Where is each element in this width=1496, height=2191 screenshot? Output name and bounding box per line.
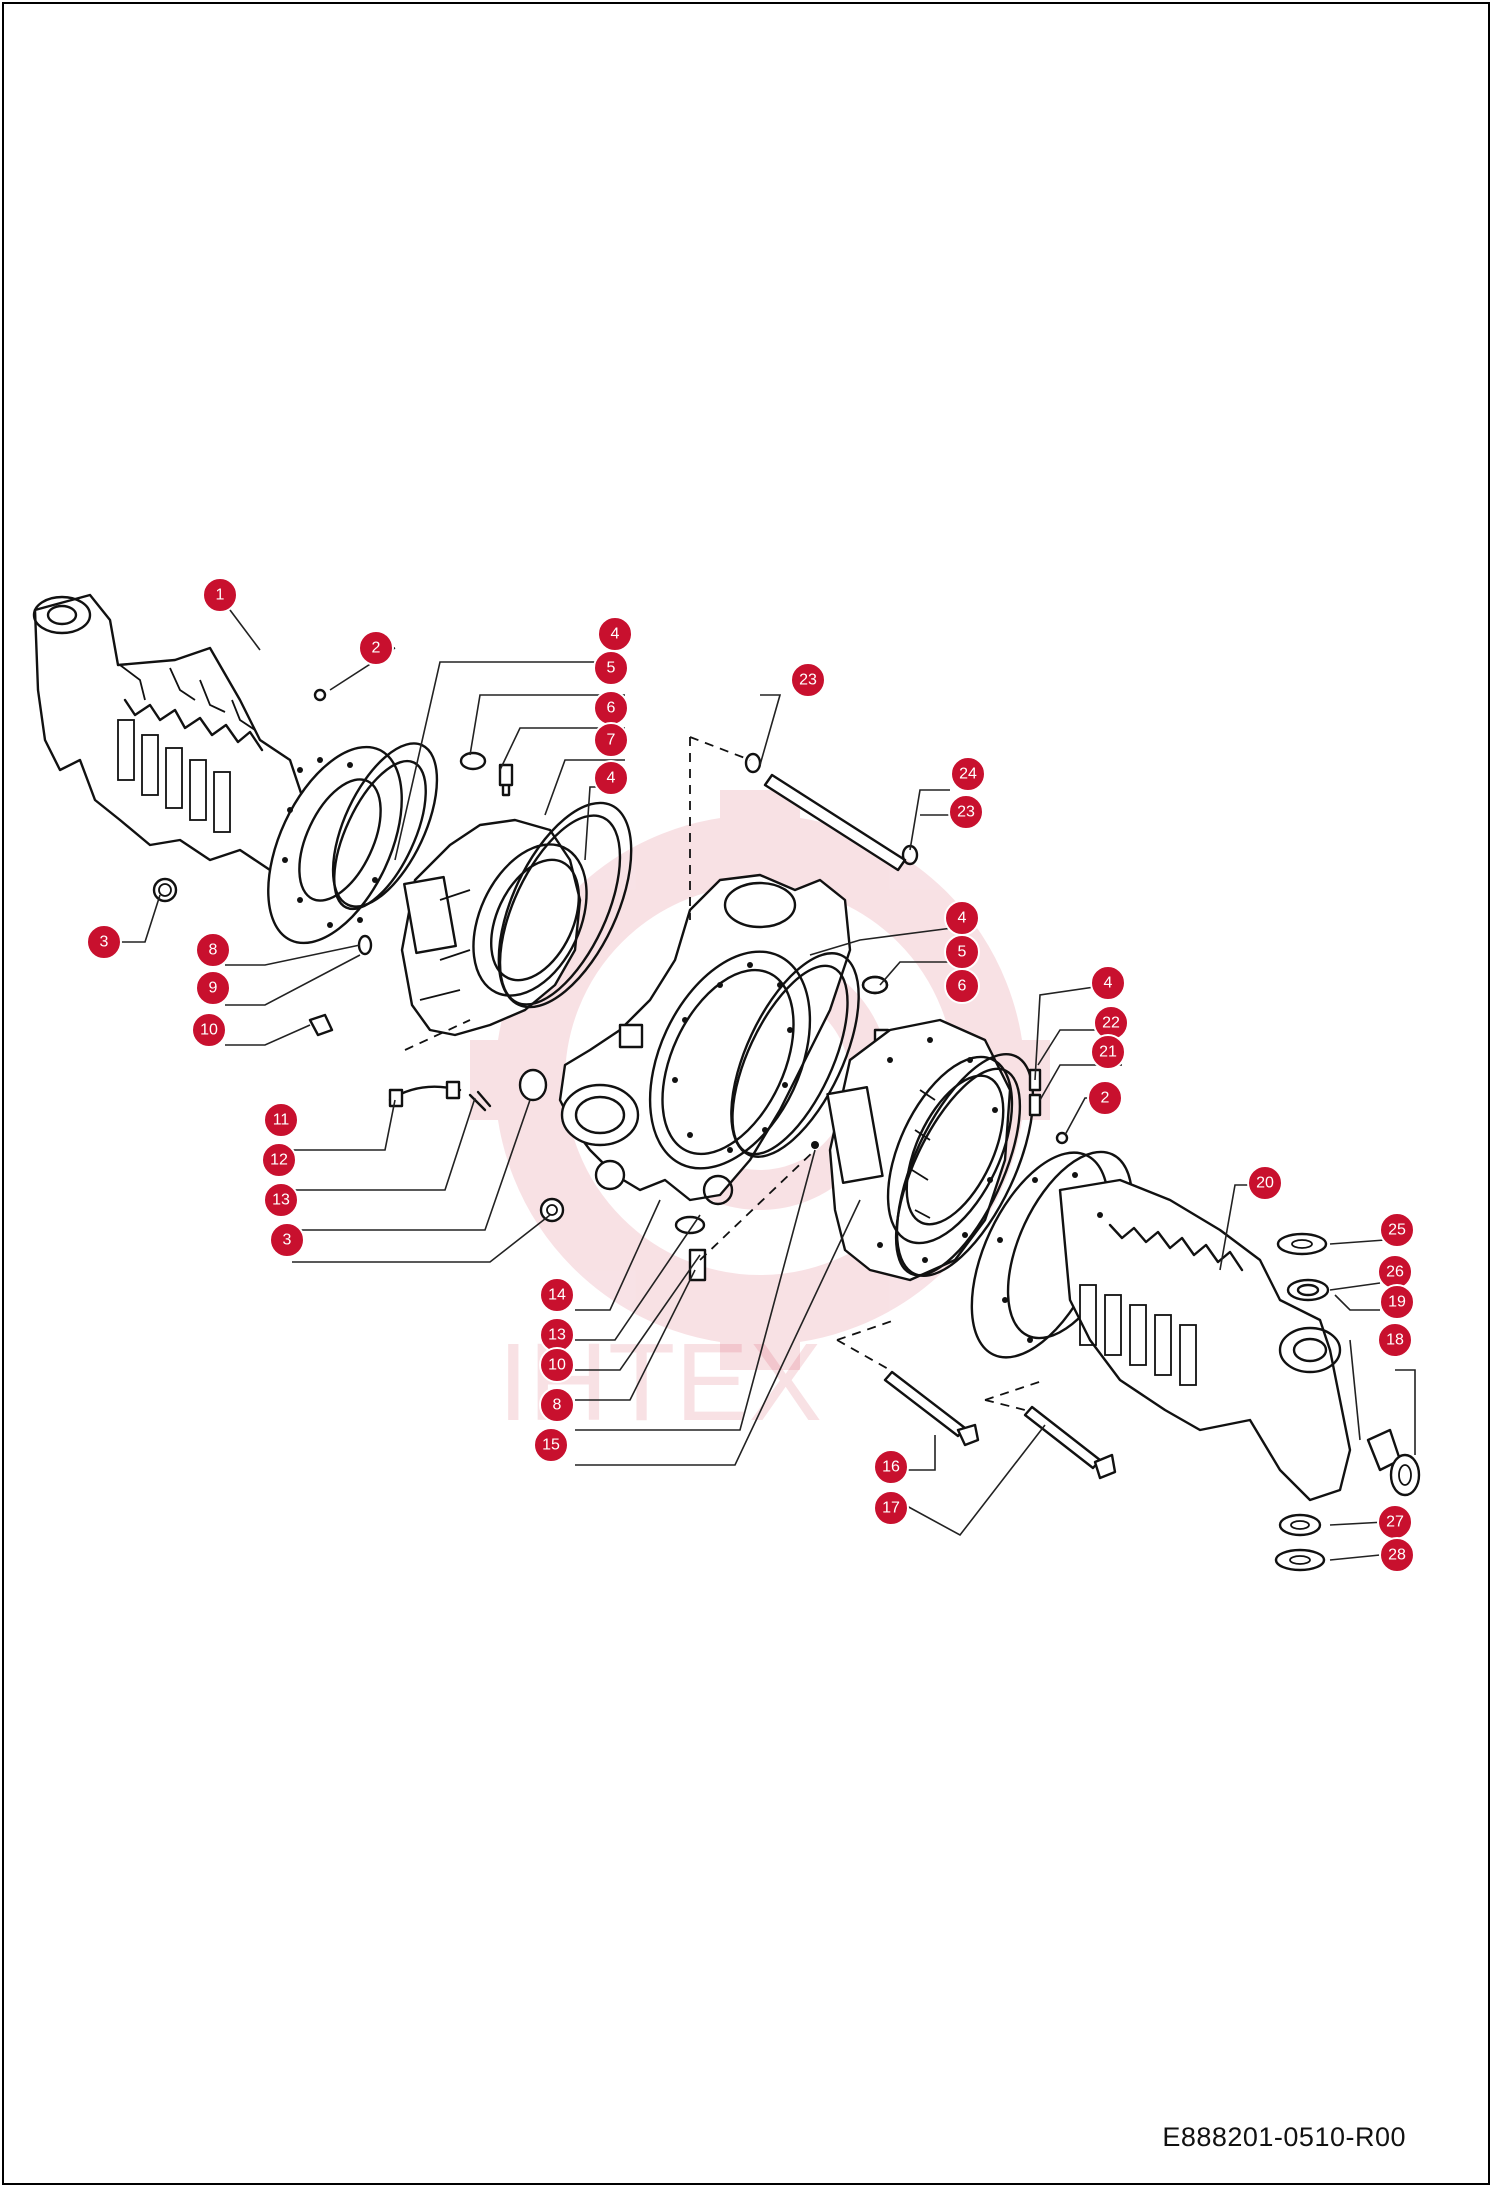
svg-text:6: 6: [958, 978, 967, 995]
callout-2b[interactable]: 2: [1087, 1080, 1123, 1116]
callout-26[interactable]: 26: [1377, 1254, 1413, 1290]
callout-21[interactable]: 21: [1090, 1034, 1126, 1070]
svg-text:10: 10: [548, 1357, 566, 1374]
svg-text:4: 4: [607, 770, 616, 787]
svg-text:25: 25: [1388, 1222, 1406, 1239]
callout-8b[interactable]: 8: [539, 1387, 575, 1423]
callout-23[interactable]: 23: [790, 662, 826, 698]
svg-text:4: 4: [611, 626, 620, 643]
callout-11[interactable]: 11: [263, 1102, 299, 1138]
callout-12[interactable]: 12: [261, 1142, 297, 1178]
callout-9[interactable]: 9: [195, 970, 231, 1006]
svg-text:3: 3: [283, 1232, 292, 1249]
callout-1[interactable]: 1: [202, 577, 238, 613]
svg-text:21: 21: [1099, 1044, 1117, 1061]
callout-7[interactable]: 7: [593, 722, 629, 758]
callout-15[interactable]: 15: [533, 1427, 569, 1463]
callout-16[interactable]: 16: [873, 1449, 909, 1485]
svg-text:18: 18: [1386, 1332, 1404, 1349]
svg-text:2: 2: [372, 640, 381, 657]
svg-text:23: 23: [957, 804, 975, 821]
svg-text:2: 2: [1101, 1090, 1110, 1107]
svg-text:13: 13: [548, 1327, 566, 1344]
svg-text:5: 5: [607, 660, 616, 677]
callout-19[interactable]: 19: [1379, 1284, 1415, 1320]
callout-27[interactable]: 27: [1377, 1504, 1413, 1540]
callout-8[interactable]: 8: [195, 932, 231, 968]
svg-text:6: 6: [607, 700, 616, 717]
callout-18[interactable]: 18: [1377, 1322, 1413, 1358]
callout-17[interactable]: 17: [873, 1490, 909, 1526]
long-bolts: [883, 1370, 1117, 1480]
right-end-parts: [1274, 1232, 1421, 1572]
callout-14[interactable]: 14: [539, 1277, 575, 1313]
svg-text:24: 24: [959, 766, 977, 783]
callout-13b[interactable]: 13: [539, 1317, 575, 1353]
svg-text:5: 5: [958, 944, 967, 961]
svg-text:10: 10: [200, 1022, 218, 1039]
svg-text:20: 20: [1256, 1175, 1274, 1192]
callout-22[interactable]: 22: [1093, 1005, 1129, 1041]
svg-text:14: 14: [548, 1287, 566, 1304]
svg-text:1: 1: [216, 587, 225, 604]
callouts: 1 2 3 4 5 6 7 4 8 9 10 11 12 13 3 23 24 …: [86, 577, 1415, 1573]
callout-4d[interactable]: 4: [1090, 965, 1126, 1001]
callout-23b[interactable]: 23: [948, 794, 984, 830]
callout-5[interactable]: 5: [593, 650, 629, 686]
callout-10[interactable]: 10: [191, 1012, 227, 1048]
assembly-lines: [404, 736, 1046, 1411]
svg-text:28: 28: [1388, 1547, 1406, 1564]
document-code: E888201-0510-R00: [1162, 2122, 1406, 2152]
callout-24[interactable]: 24: [950, 756, 986, 792]
callout-10b[interactable]: 10: [539, 1347, 575, 1383]
svg-text:13: 13: [272, 1192, 290, 1209]
callout-4[interactable]: 4: [597, 616, 633, 652]
callout-4b[interactable]: 4: [593, 760, 629, 796]
callout-6b[interactable]: 6: [944, 968, 980, 1004]
svg-text:8: 8: [553, 1397, 562, 1414]
svg-text:15: 15: [542, 1437, 560, 1454]
svg-text:16: 16: [882, 1459, 900, 1476]
callout-25[interactable]: 25: [1379, 1212, 1415, 1248]
svg-text:17: 17: [882, 1500, 900, 1517]
svg-text:8: 8: [209, 942, 218, 959]
center-carrier: [558, 873, 860, 1282]
svg-text:26: 26: [1386, 1264, 1404, 1281]
callout-28[interactable]: 28: [1379, 1537, 1415, 1573]
svg-text:27: 27: [1386, 1514, 1404, 1531]
callout-20[interactable]: 20: [1247, 1165, 1283, 1201]
callout-3[interactable]: 3: [86, 924, 122, 960]
svg-text:19: 19: [1388, 1294, 1406, 1311]
svg-text:4: 4: [958, 910, 967, 927]
svg-text:12: 12: [270, 1152, 288, 1169]
callout-6[interactable]: 6: [593, 690, 629, 726]
callout-3b[interactable]: 3: [269, 1222, 305, 1258]
svg-text:22: 22: [1102, 1015, 1120, 1032]
right-axle-housing: [970, 1150, 1352, 1502]
left-axle-housing: [32, 593, 439, 945]
svg-text:23: 23: [799, 672, 817, 689]
right-carrier-housing: [826, 1018, 1035, 1282]
callout-2[interactable]: 2: [358, 630, 394, 666]
svg-text:7: 7: [607, 732, 616, 749]
svg-text:3: 3: [100, 934, 109, 951]
left-carrier-housing: [400, 801, 633, 1037]
svg-text:9: 9: [209, 980, 218, 997]
callout-13[interactable]: 13: [263, 1182, 299, 1218]
svg-text:11: 11: [273, 1112, 290, 1129]
callout-5b[interactable]: 5: [944, 934, 980, 970]
svg-text:4: 4: [1104, 975, 1113, 992]
callout-4c[interactable]: 4: [944, 900, 980, 936]
